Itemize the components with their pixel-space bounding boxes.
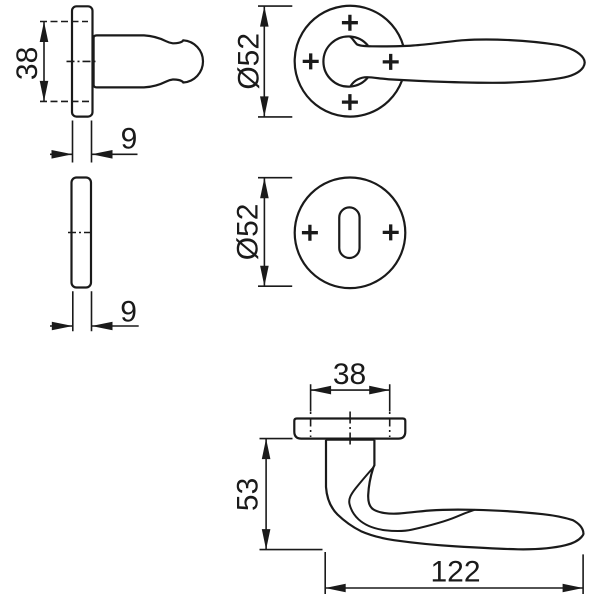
svg-text:38: 38 — [11, 47, 44, 80]
svg-text:9: 9 — [121, 122, 138, 155]
svg-text:9: 9 — [120, 295, 137, 328]
svg-text:53: 53 — [232, 478, 265, 511]
svg-text:38: 38 — [333, 358, 366, 391]
svg-text:Ø52: Ø52 — [233, 33, 266, 90]
svg-text:Ø52: Ø52 — [232, 204, 265, 261]
svg-text:122: 122 — [430, 555, 480, 588]
